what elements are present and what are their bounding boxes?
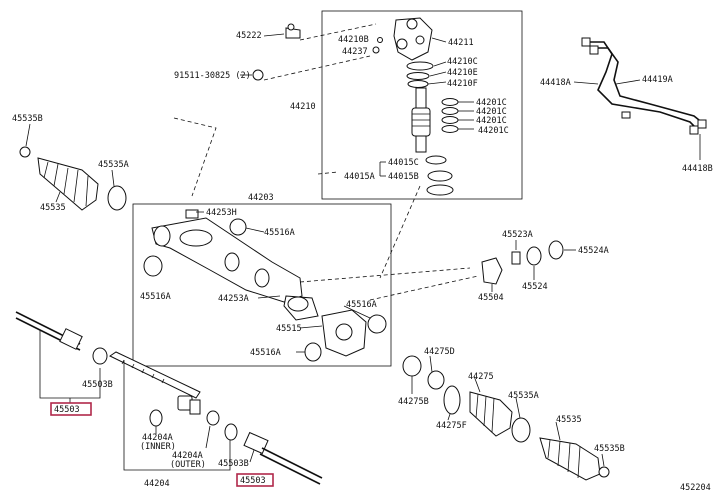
highlight-45503-left[interactable] <box>50 402 92 416</box>
callout-44419a: 44419A <box>642 75 673 85</box>
callout-44210: 44210 <box>290 102 316 112</box>
callout-45503-left: 45503 <box>54 405 80 415</box>
callout-45535a-top: 45535A <box>98 160 129 170</box>
callout-45503-bottom: 45503 <box>240 476 266 486</box>
boot-45535-bottom <box>539 437 601 481</box>
callout-44201c-3: 44201C <box>476 116 507 126</box>
clamp-45535a-bottom <box>511 417 531 443</box>
callout-45524a: 45524A <box>578 246 609 256</box>
callout-45516a-2: 45516A <box>140 292 171 302</box>
bearing-seal-set <box>425 155 454 196</box>
bushing-44204a-outer <box>206 410 220 426</box>
callout-44201c-1: 44201C <box>476 98 507 108</box>
valve-housing <box>393 17 433 61</box>
rack-housing <box>151 209 303 303</box>
callout-45524: 45524 <box>522 282 548 292</box>
grommet-45516a-1 <box>229 218 247 236</box>
note-inner: (INNER) <box>140 442 176 452</box>
boot-45535-top <box>37 157 99 211</box>
callout-91511: 91511-30825 (2) <box>174 71 251 81</box>
ring-44275f <box>443 385 461 415</box>
callout-45503b-bottom: 45503B <box>218 459 249 469</box>
callout-44203: 44203 <box>248 193 274 203</box>
callout-45535a-bottom: 45535A <box>508 391 539 401</box>
ring-44275d <box>427 370 445 390</box>
lock-nut-45503b-bottom <box>224 423 238 441</box>
rack-end-44204 <box>177 395 201 415</box>
callout-45535b-bottom: 45535B <box>594 444 625 454</box>
bracket-45515 <box>283 295 367 357</box>
callout-44253h: 44253H <box>206 208 237 218</box>
callout-45516a-3: 45516A <box>346 300 377 310</box>
grommet-45516a-4 <box>304 342 322 362</box>
callout-44015b: 44015B <box>388 172 419 182</box>
callout-44204: 44204 <box>144 479 170 489</box>
callout-44237: 44237 <box>342 47 368 57</box>
callout-44275b: 44275B <box>398 397 429 407</box>
bushing-44204a-inner <box>149 409 163 427</box>
plate-45222 <box>285 27 301 39</box>
callout-44210c: 44210C <box>447 57 478 67</box>
washer-44237 <box>372 46 380 54</box>
callout-45535-bottom: 45535 <box>556 415 582 425</box>
pinion-valve-box <box>321 10 523 200</box>
bolt-44210b <box>377 37 383 43</box>
boot-44275 <box>469 391 513 437</box>
nut-45524a <box>548 240 564 260</box>
callout-44015a: 44015A <box>344 172 375 182</box>
callout-44210b: 44210B <box>338 35 369 45</box>
teflon-rings <box>441 98 459 133</box>
callout-44275: 44275 <box>468 372 494 382</box>
callout-45535-top: 45535 <box>40 203 66 213</box>
highlight-45503-bottom[interactable] <box>236 473 274 487</box>
clamp-45535a-top <box>107 185 127 211</box>
callout-44418b: 44418B <box>682 164 713 174</box>
callout-45516a-1: 45516A <box>264 228 295 238</box>
clip-45535b-bottom <box>598 466 610 478</box>
plug-45524 <box>526 246 542 266</box>
rack-44204 <box>108 351 201 399</box>
rack-guide-45504 <box>481 257 503 285</box>
pinion-shaft <box>411 87 431 153</box>
callout-45515: 45515 <box>276 324 302 334</box>
note-outer: (OUTER) <box>170 460 206 470</box>
grommet-45516a-2 <box>143 255 163 277</box>
callout-44275f: 44275F <box>436 421 467 431</box>
callout-44275d: 44275D <box>424 347 455 357</box>
lock-nut-45503b-left <box>92 347 108 365</box>
callout-44210e: 44210E <box>447 68 478 78</box>
callout-44201c-2: 44201C <box>476 107 507 117</box>
clip-45535b-top <box>19 146 31 158</box>
callout-44211: 44211 <box>448 38 474 48</box>
spring-45523a <box>511 251 521 265</box>
rack-housing-box <box>132 203 392 367</box>
callout-45523a: 45523A <box>502 230 533 240</box>
pressure-tubes <box>581 37 707 135</box>
tie-rod-left <box>15 311 83 351</box>
callout-45516a-4: 45516A <box>250 348 281 358</box>
callout-45504: 45504 <box>478 293 504 303</box>
callout-44253a: 44253A <box>218 294 249 304</box>
tie-rod-bottom <box>243 431 323 485</box>
callout-44201c-4: 44201C <box>478 126 509 136</box>
callout-45222: 45222 <box>236 31 262 41</box>
callout-44204a-inner: 44204A <box>142 433 173 443</box>
grommet-45516a-3 <box>367 314 387 334</box>
callout-45503b-left: 45503B <box>82 380 113 390</box>
callout-44418a: 44418A <box>540 78 571 88</box>
callout-45535b-top: 45535B <box>12 114 43 124</box>
callout-44015c: 44015C <box>388 158 419 168</box>
grommet-44275b <box>402 355 422 377</box>
callout-44210f: 44210F <box>447 79 478 89</box>
plate-45222-boss <box>287 23 295 31</box>
bolt-91511 <box>252 69 264 81</box>
diagram-id: 452204 <box>680 483 711 493</box>
callout-44204a-outer: 44204A <box>172 451 203 461</box>
